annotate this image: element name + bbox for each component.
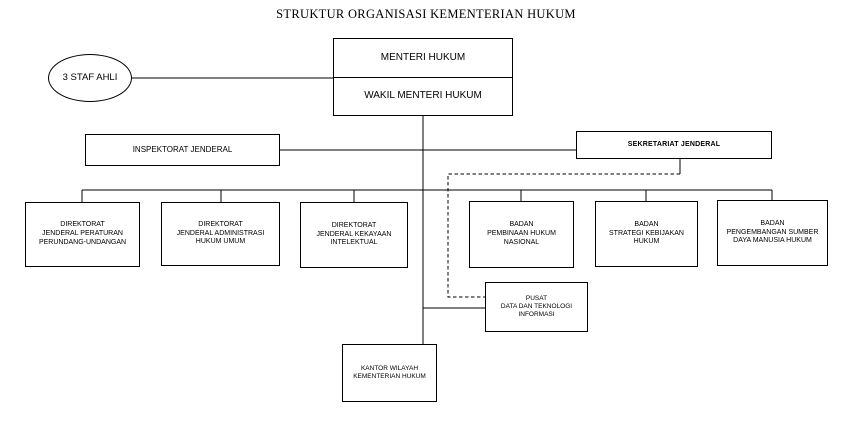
badan-pengembangan-label: BADAN PENGEMBANGAN SUMBER DAYA MANUSIA H… <box>726 219 819 245</box>
badan-strategi-label: BADAN STRATEGI KEBIJAKAN HUKUM <box>609 220 684 246</box>
node-ditjen-administrasi-hukum-umum: DIREKTORAT JENDERAL ADMINISTRASI HUKUM U… <box>161 202 280 266</box>
node-menteri-wakil: MENTERI HUKUM WAKIL MENTERI HUKUM <box>333 38 513 116</box>
node-ditjen-peraturan-perundang-undangan: DIREKTORAT JENDERAL PERATURAN PERUNDANG-… <box>25 202 140 267</box>
node-ditjen-kekayaan-intelektual: DIREKTORAT JENDERAL KEKAYAAN INTELEKTUAL <box>300 202 408 268</box>
node-kantor-wilayah: KANTOR WILAYAH KEMENTERIAN HUKUM <box>342 344 437 402</box>
node-inspektorat-jenderal: INSPEKTORAT JENDERAL <box>85 134 280 166</box>
ditjen-administrasi-label: DIREKTORAT JENDERAL ADMINISTRASI HUKUM U… <box>176 220 265 246</box>
menteri-label: MENTERI HUKUM <box>334 39 512 78</box>
ditjen-peraturan-label: DIREKTORAT JENDERAL PERATURAN PERUNDANG-… <box>38 221 127 246</box>
node-badan-pembinaan-hukum-nasional: BADAN PEMBINAAN HUKUM NASIONAL <box>469 201 574 268</box>
pusat-data-label: PUSAT DATA DAN TEKNOLOGI INFORMASI <box>500 294 573 319</box>
chart-title: STRUKTUR ORGANISASI KEMENTERIAN HUKUM <box>276 7 576 21</box>
node-badan-strategi-kebijakan-hukum: BADAN STRATEGI KEBIJAKAN HUKUM <box>595 201 698 267</box>
node-badan-pengembangan-sdm-hukum: BADAN PENGEMBANGAN SUMBER DAYA MANUSIA H… <box>717 200 828 266</box>
sekretariat-label: SEKRETARIAT JENDERAL <box>627 140 721 148</box>
node-pusat-data-teknologi-informasi: PUSAT DATA DAN TEKNOLOGI INFORMASI <box>485 282 588 332</box>
ditjen-kekayaan-label: DIREKTORAT JENDERAL KEKAYAAN INTELEKTUAL <box>316 221 392 247</box>
dashed-link-sekretariat-pusat <box>447 173 680 298</box>
badan-pembinaan-label: BADAN PEMBINAAN HUKUM NASIONAL <box>487 221 556 246</box>
node-sekretariat-jenderal: SEKRETARIAT JENDERAL <box>576 131 772 159</box>
node-staf-ahli: 3 STAF AHLI <box>48 54 132 102</box>
staf-ahli-label: 3 STAF AHLI <box>62 72 118 84</box>
inspektorat-label: INSPEKTORAT JENDERAL <box>132 145 233 154</box>
wakil-menteri-label: WAKIL MENTERI HUKUM <box>364 90 482 101</box>
kantor-wilayah-label: KANTOR WILAYAH KEMENTERIAN HUKUM <box>353 364 426 380</box>
